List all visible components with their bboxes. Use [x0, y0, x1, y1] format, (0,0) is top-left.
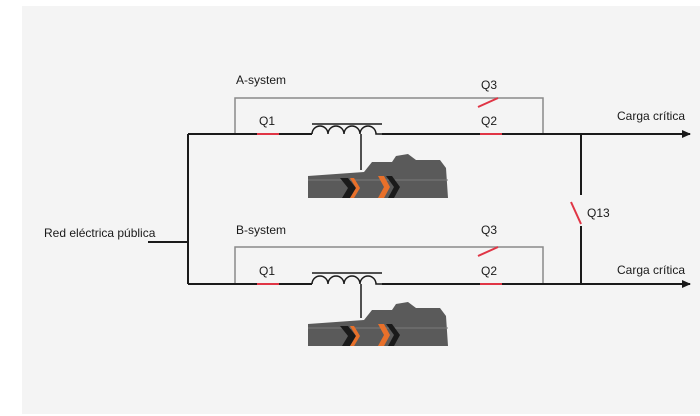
transformer-coil-icon [311, 123, 382, 170]
q1-b-label: Q1 [259, 264, 275, 278]
grid-label: Red eléctrica pública [44, 226, 156, 240]
load-b-label: Carga crítica [617, 263, 685, 277]
q2-b-label: Q2 [481, 264, 497, 278]
q13-label: Q13 [587, 206, 610, 220]
q3-a-label: Q3 [481, 78, 497, 92]
transformer-coil-icon [311, 272, 382, 318]
breaker-q13[interactable] [570, 201, 582, 225]
breaker-q3-b[interactable] [477, 246, 499, 257]
breaker-q3-a[interactable] [477, 97, 499, 108]
system-b-label: B-system [236, 223, 286, 237]
bypass-path-b [234, 246, 544, 284]
rotary-ups-machine-icon [308, 302, 448, 346]
load-a-label: Carga crítica [617, 109, 685, 123]
rotary-ups-machine-icon [308, 154, 448, 198]
system-a-label: A-system [236, 73, 286, 87]
q3-b-label: Q3 [481, 223, 497, 237]
q2-a-label: Q2 [481, 114, 497, 128]
bypass-path-a [234, 97, 544, 134]
q1-a-label: Q1 [259, 114, 275, 128]
